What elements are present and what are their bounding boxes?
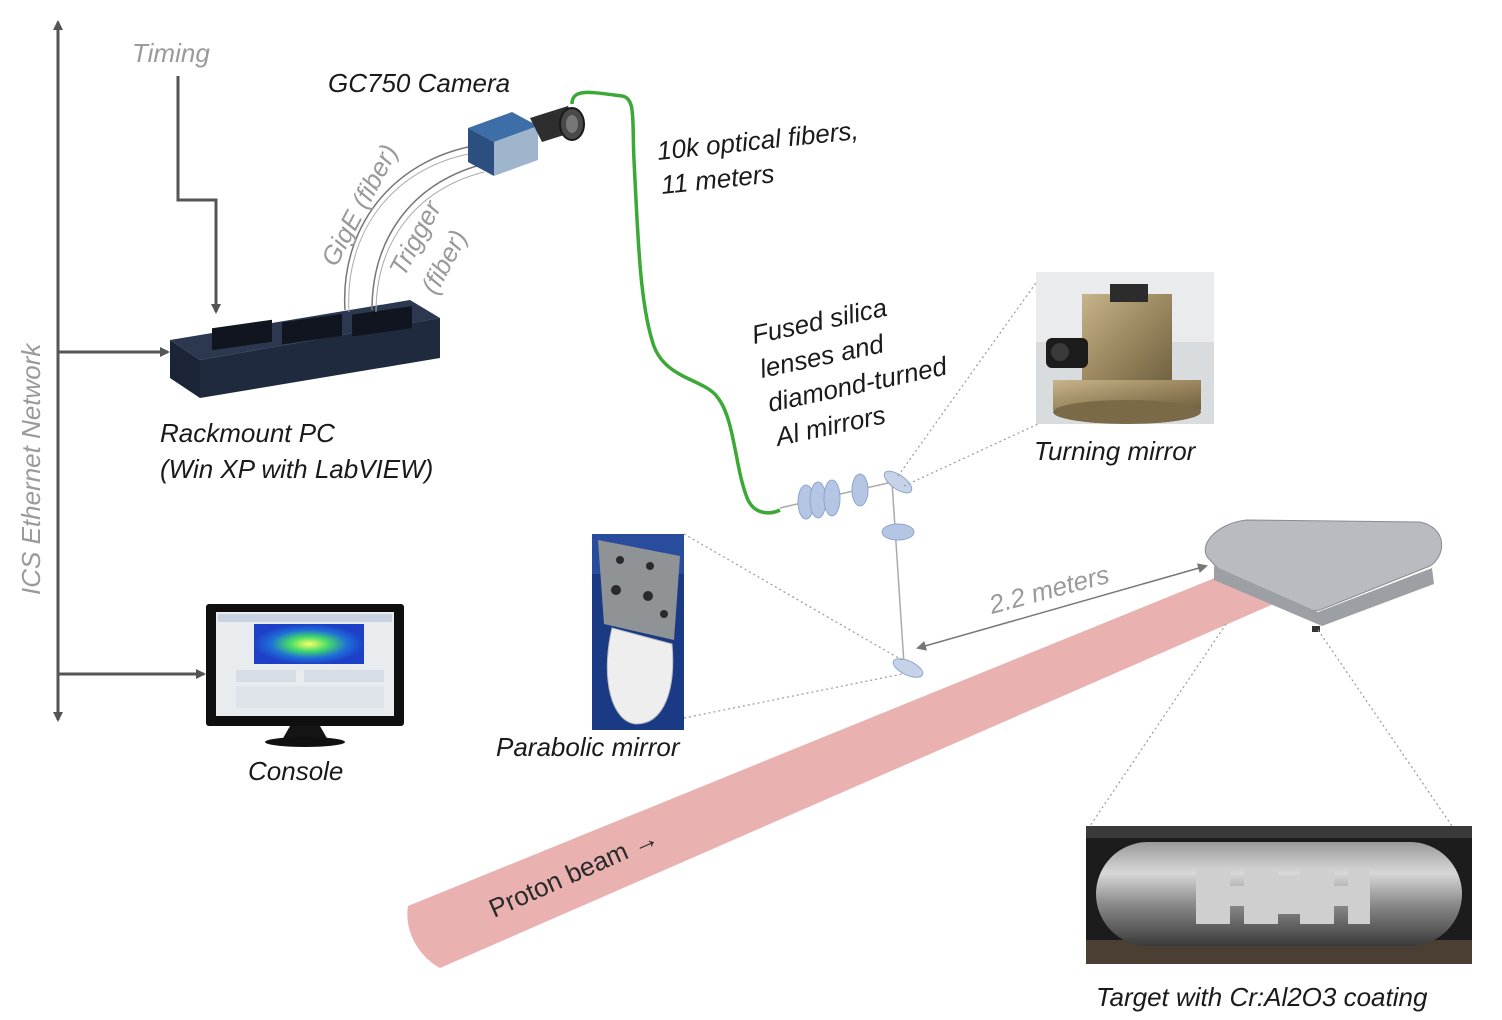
timing-signal: Timing: [132, 38, 221, 314]
turning-mirror-photo: Turning mirror: [897, 272, 1214, 487]
turning-mirror-element: [883, 470, 913, 494]
parabolic-mirror-element: [892, 658, 924, 678]
proton-beam-shape: [407, 562, 1292, 968]
lens-3: [823, 479, 841, 517]
optical-fiber-bundle: 10k optical fibers, 11 meters: [570, 90, 860, 515]
trigger-fiber-cable: [371, 164, 481, 311]
target-label: Target with Cr:Al2O3 coating: [1096, 982, 1428, 1012]
console-label: Console: [248, 756, 343, 786]
rackmount-pc: Rackmount PC (Win XP with LabVIEW): [160, 300, 440, 484]
pc-label-line1: Rackmount PC: [160, 418, 335, 448]
fiber-bundle-path: [570, 90, 781, 515]
camera-links: GigE (fiber) Trigger (fiber): [315, 139, 485, 313]
console-beam-image: [254, 624, 364, 664]
gige-fiber-cable: [343, 144, 479, 311]
parabolic-mirror-photo: Parabolic mirror: [496, 533, 903, 762]
network-label: ICS Ethernet Network: [16, 342, 46, 595]
console-monitor: Console: [206, 604, 404, 786]
target-photo: Target with Cr:Al2O3 coating: [1086, 623, 1472, 1012]
turning-mirror-label: Turning mirror: [1034, 436, 1197, 466]
gc750-camera: GC750 Camera: [328, 68, 585, 176]
lens-5: [881, 523, 915, 541]
fibers-label-line1: 10k optical fibers,: [655, 115, 859, 166]
lens-4: [851, 473, 869, 507]
relay-optics: Fused silica lenses and diamond-turned A…: [749, 292, 951, 678]
camera-label: GC750 Camera: [328, 68, 510, 98]
timing-label: Timing: [132, 38, 210, 68]
ethernet-network: ICS Ethernet Network: [16, 20, 206, 722]
parabolic-mirror-label: Parabolic mirror: [496, 732, 681, 762]
fibers-label-line2: 11 meters: [659, 158, 775, 200]
timing-arrow: [176, 76, 221, 314]
pc-label-line2: (Win XP with LabVIEW): [160, 454, 433, 484]
